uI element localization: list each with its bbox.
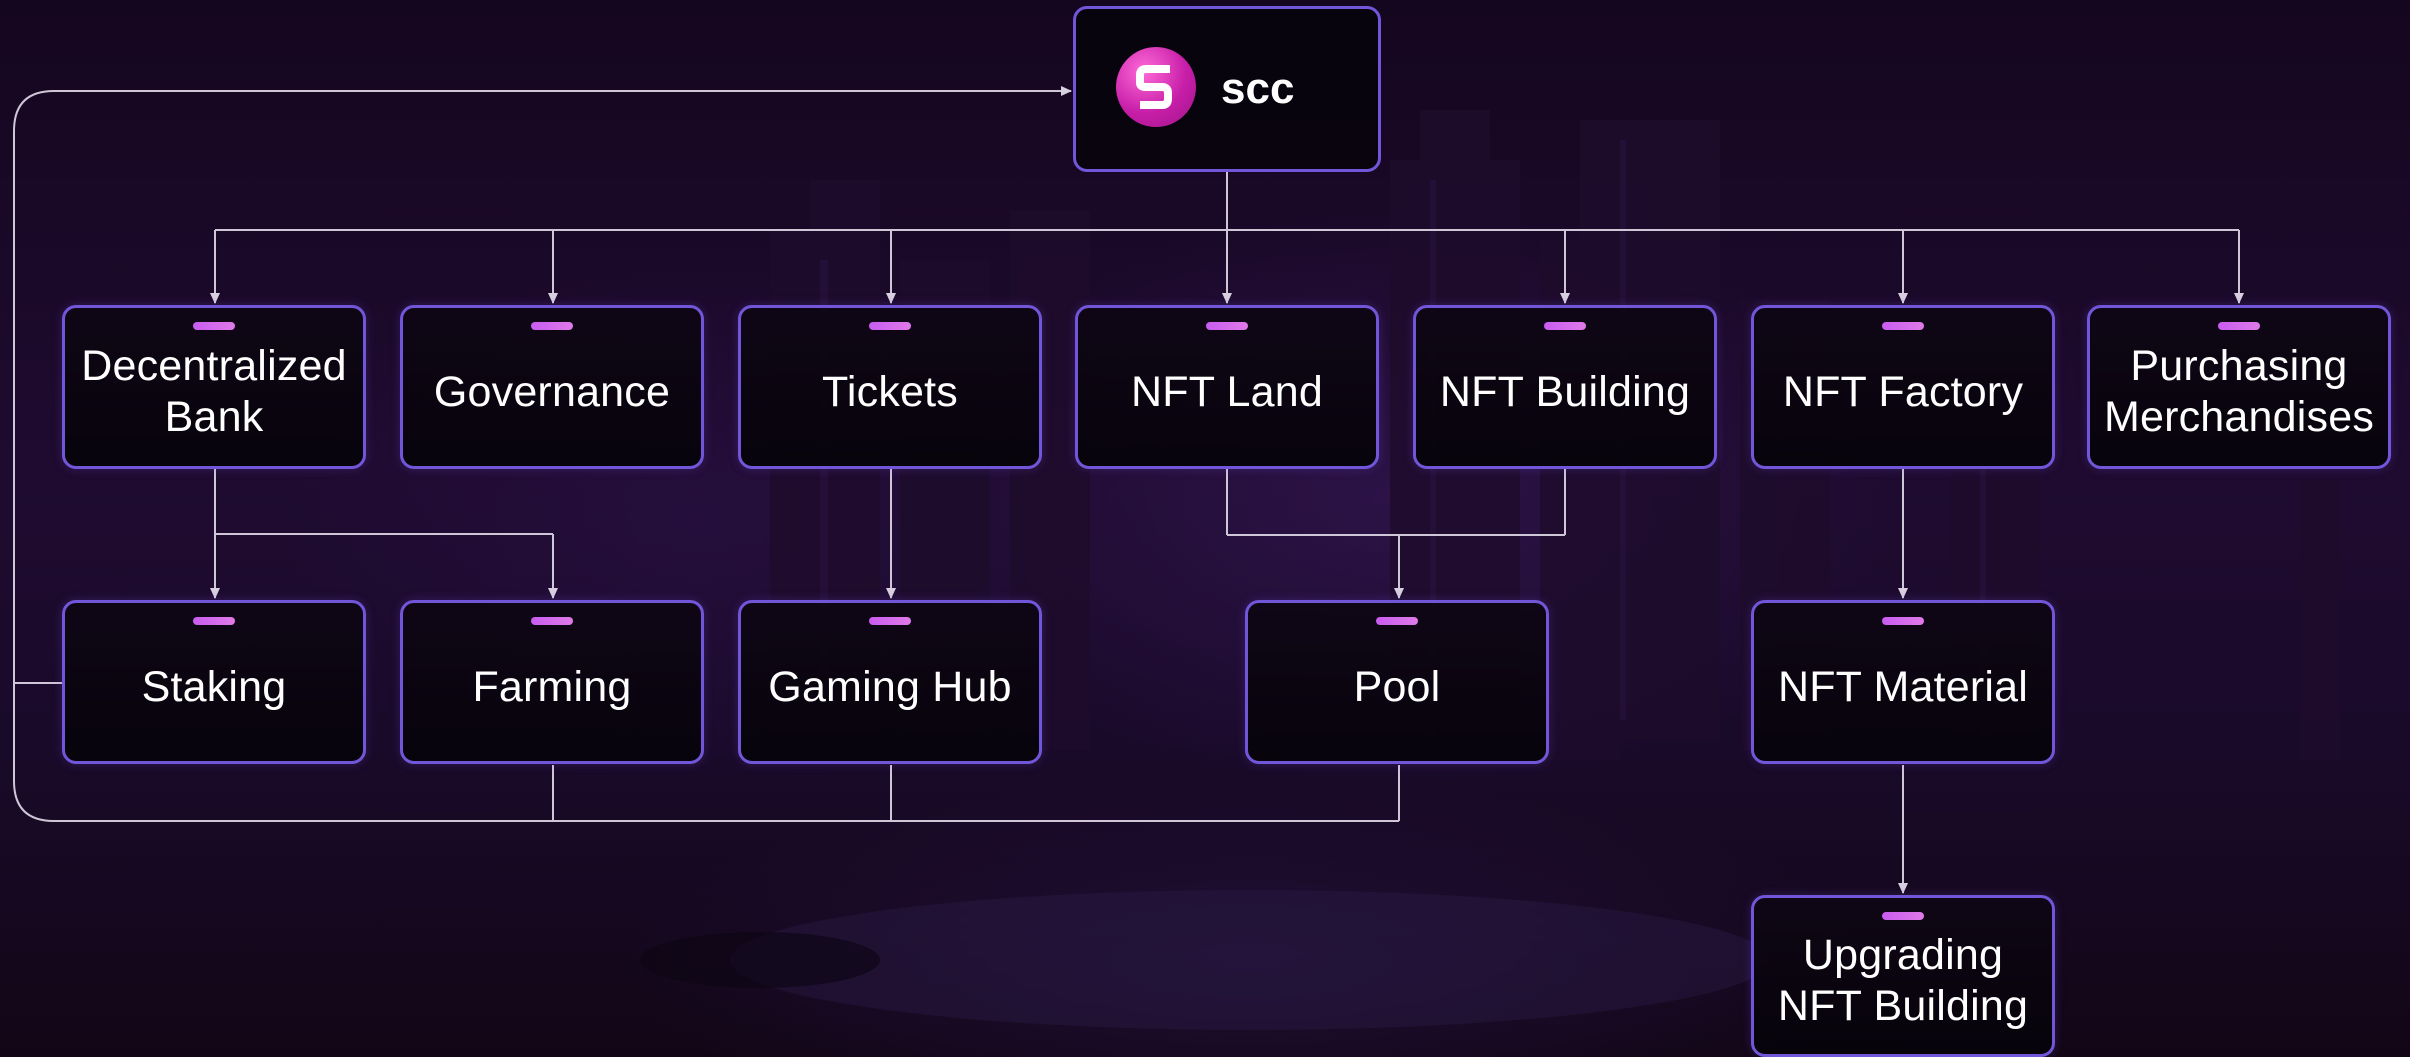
node-label-decentralized-bank: Decentralized Bank [81,342,347,441]
node-label-nft-land: NFT Land [1130,367,1323,416]
node-tickets: Tickets [738,305,1042,469]
node-decentralized-bank: Decentralized Bank [62,305,366,469]
node-label-purchasing-merchandises: Purchasing Merchandises [2103,342,2375,441]
node-accent-pill [2218,322,2260,330]
node-label-farming: Farming [472,662,632,711]
node-nft-building: NFT Building [1413,305,1717,469]
node-farming: Farming [400,600,704,764]
scc-logo-icon [1116,47,1196,127]
node-accent-pill [531,617,573,625]
node-label-nft-factory: NFT Factory [1782,367,2024,416]
scc-root-label: scc [1221,64,1295,113]
node-label-pool: Pool [1353,662,1441,711]
node-accent-pill [193,617,235,625]
node-label-upgrading-nft-building: Upgrading NFT Building [1777,931,2029,1030]
node-accent-pill [193,322,235,330]
node-accent-pill [1376,617,1418,625]
scc-root-node: scc [1073,6,1381,172]
node-accent-pill [1882,617,1924,625]
node-purchasing-merchandises: Purchasing Merchandises [2087,305,2391,469]
node-accent-pill [1206,322,1248,330]
node-label-staking: Staking [141,662,287,711]
s-letter-icon [1136,65,1172,109]
node-nft-material: NFT Material [1751,600,2055,764]
node-staking: Staking [62,600,366,764]
node-accent-pill [1882,322,1924,330]
node-accent-pill [1882,912,1924,920]
node-accent-pill [869,617,911,625]
node-label-gaming-hub: Gaming Hub [768,662,1012,711]
node-accent-pill [531,322,573,330]
node-label-governance: Governance [433,367,671,416]
node-nft-factory: NFT Factory [1751,305,2055,469]
node-gaming-hub: Gaming Hub [738,600,1042,764]
node-accent-pill [1544,322,1586,330]
node-pool: Pool [1245,600,1549,764]
node-governance: Governance [400,305,704,469]
node-accent-pill [869,322,911,330]
node-upgrading-nft-building: Upgrading NFT Building [1751,895,2055,1057]
node-label-tickets: Tickets [822,367,958,416]
node-label-nft-building: NFT Building [1439,367,1691,416]
node-nft-land: NFT Land [1075,305,1379,469]
node-label-nft-material: NFT Material [1777,662,2029,711]
